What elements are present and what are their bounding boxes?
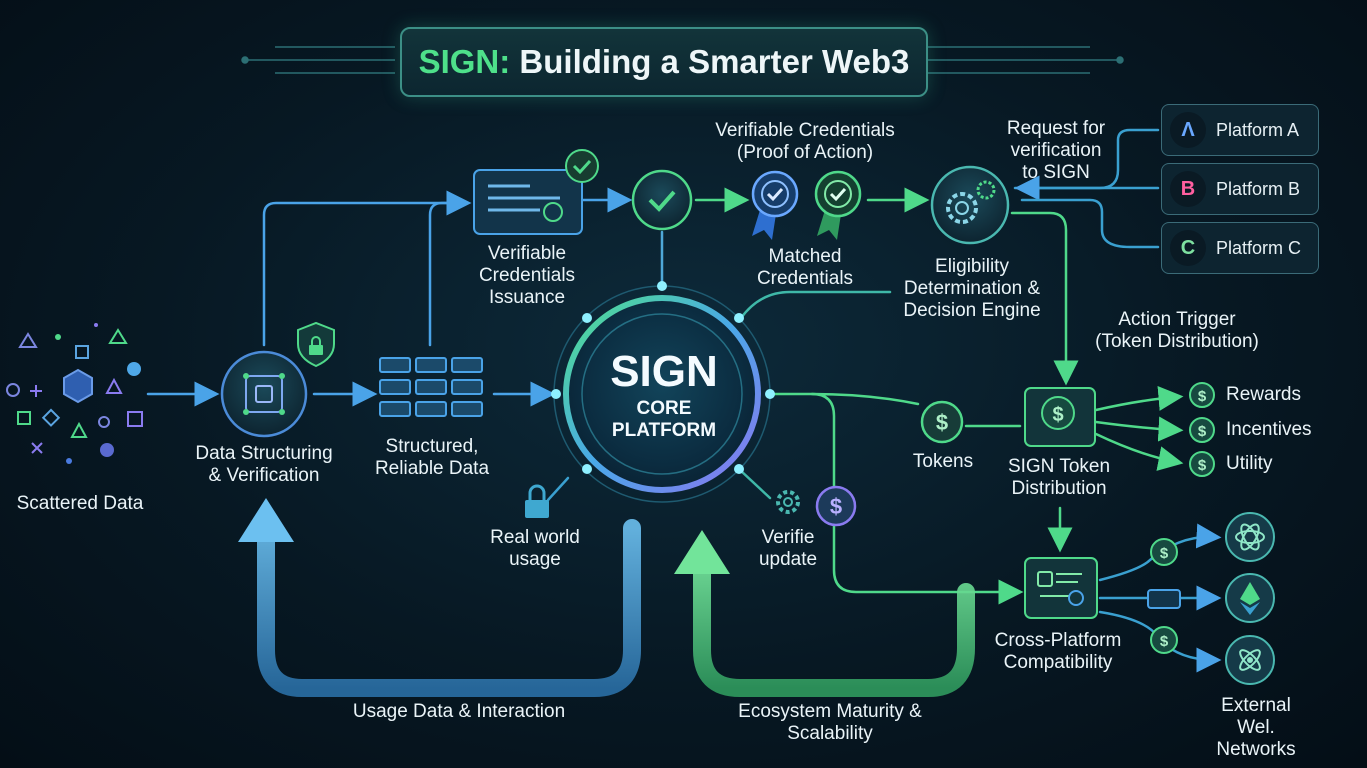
platform-a-logo-icon: Λ	[1170, 112, 1206, 148]
core-sub2-label: PLATFORM	[612, 420, 716, 442]
decision-engine-gear-icon	[932, 167, 1008, 243]
svg-text:$: $	[1198, 457, 1207, 474]
external-networks-label: External Wel. Networks	[1201, 695, 1312, 761]
token-distribution-icon: $	[1025, 388, 1095, 446]
scattered-data-icon	[7, 323, 142, 464]
tokens-label: Tokens	[913, 451, 973, 473]
svg-text:$: $	[1160, 545, 1169, 562]
action-trigger-label: Action Trigger (Token Distribution)	[1095, 309, 1259, 353]
ethereum-icon	[1226, 574, 1274, 622]
tokens-coin-icon: $	[922, 402, 962, 442]
vc-proof-label: Verifiable Credentials (Proof of Action)	[715, 120, 895, 164]
credential-badge-green-icon	[816, 172, 860, 240]
platform-b-logo-icon: B	[1170, 171, 1206, 207]
svg-text:$: $	[1198, 388, 1207, 405]
title-accent: SIGN:	[419, 43, 511, 81]
real-world-usage-label: Real world usage	[490, 527, 580, 571]
cross-platform-label: Cross-Platform Compatibility	[995, 630, 1122, 674]
platform-a-card: Λ Platform A	[1161, 104, 1319, 156]
platform-c-card: C Platform C	[1161, 222, 1319, 274]
svg-text:$: $	[1198, 423, 1207, 440]
structured-data-label: Structured, Reliable Data	[375, 436, 489, 480]
small-coin-icons: $ $	[1148, 539, 1180, 653]
data-structuring-node	[222, 352, 306, 436]
ecosystem-label: Ecosystem Maturity & Scalability	[738, 701, 922, 745]
token-distribution-label: SIGN Token Distribution	[1008, 456, 1110, 500]
page-title: SIGN: Building a Smarter Web3	[400, 27, 928, 97]
svg-text:$: $	[1160, 633, 1169, 650]
output-utility-label: Utility	[1226, 453, 1272, 475]
svg-text:$: $	[830, 494, 842, 519]
check-node-icon	[633, 171, 691, 229]
output-rewards-label: Rewards	[1226, 384, 1301, 406]
scattered-data-label: Scattered Data	[17, 493, 144, 515]
structured-data-grid-icon	[380, 358, 482, 416]
request-verification-label: Request for verification to SIGN	[1007, 118, 1105, 184]
verifie-update-label: Verifie update	[759, 527, 817, 571]
credential-badge-blue-icon	[752, 172, 797, 240]
platform-b-card: B Platform B	[1161, 163, 1319, 215]
usage-data-label: Usage Data & Interaction	[353, 701, 565, 723]
core-main-label: SIGN	[610, 348, 718, 396]
platform-c-logo-icon: C	[1170, 230, 1206, 266]
eligibility-label: Eligibility Determination & Decision Eng…	[903, 256, 1040, 322]
shield-lock-icon	[298, 323, 334, 366]
credential-card-icon	[474, 150, 598, 234]
platform-a-label: Platform A	[1216, 120, 1299, 141]
core-sub1-label: CORE	[637, 398, 692, 420]
output-incentives-label: Incentives	[1226, 419, 1312, 441]
dollar-coin-icon: $	[817, 487, 855, 525]
output-coin-icons: $ $ $	[1190, 383, 1214, 476]
network-icon	[1226, 636, 1274, 684]
gear-icon	[778, 492, 798, 512]
atom-network-icon	[1226, 513, 1274, 561]
svg-text:$: $	[1052, 404, 1063, 426]
platform-b-label: Platform B	[1216, 179, 1300, 200]
platform-c-label: Platform C	[1216, 238, 1301, 259]
vc-issuance-label: Verifiable Credentials Issuance	[479, 243, 575, 309]
data-structuring-label: Data Structuring & Verification	[195, 443, 332, 487]
title-rest: Building a Smarter Web3	[510, 43, 909, 81]
cross-platform-card-icon	[1025, 558, 1097, 618]
svg-text:$: $	[936, 410, 948, 435]
lock-icon	[525, 486, 549, 518]
matched-credentials-label: Matched Credentials	[757, 246, 853, 290]
